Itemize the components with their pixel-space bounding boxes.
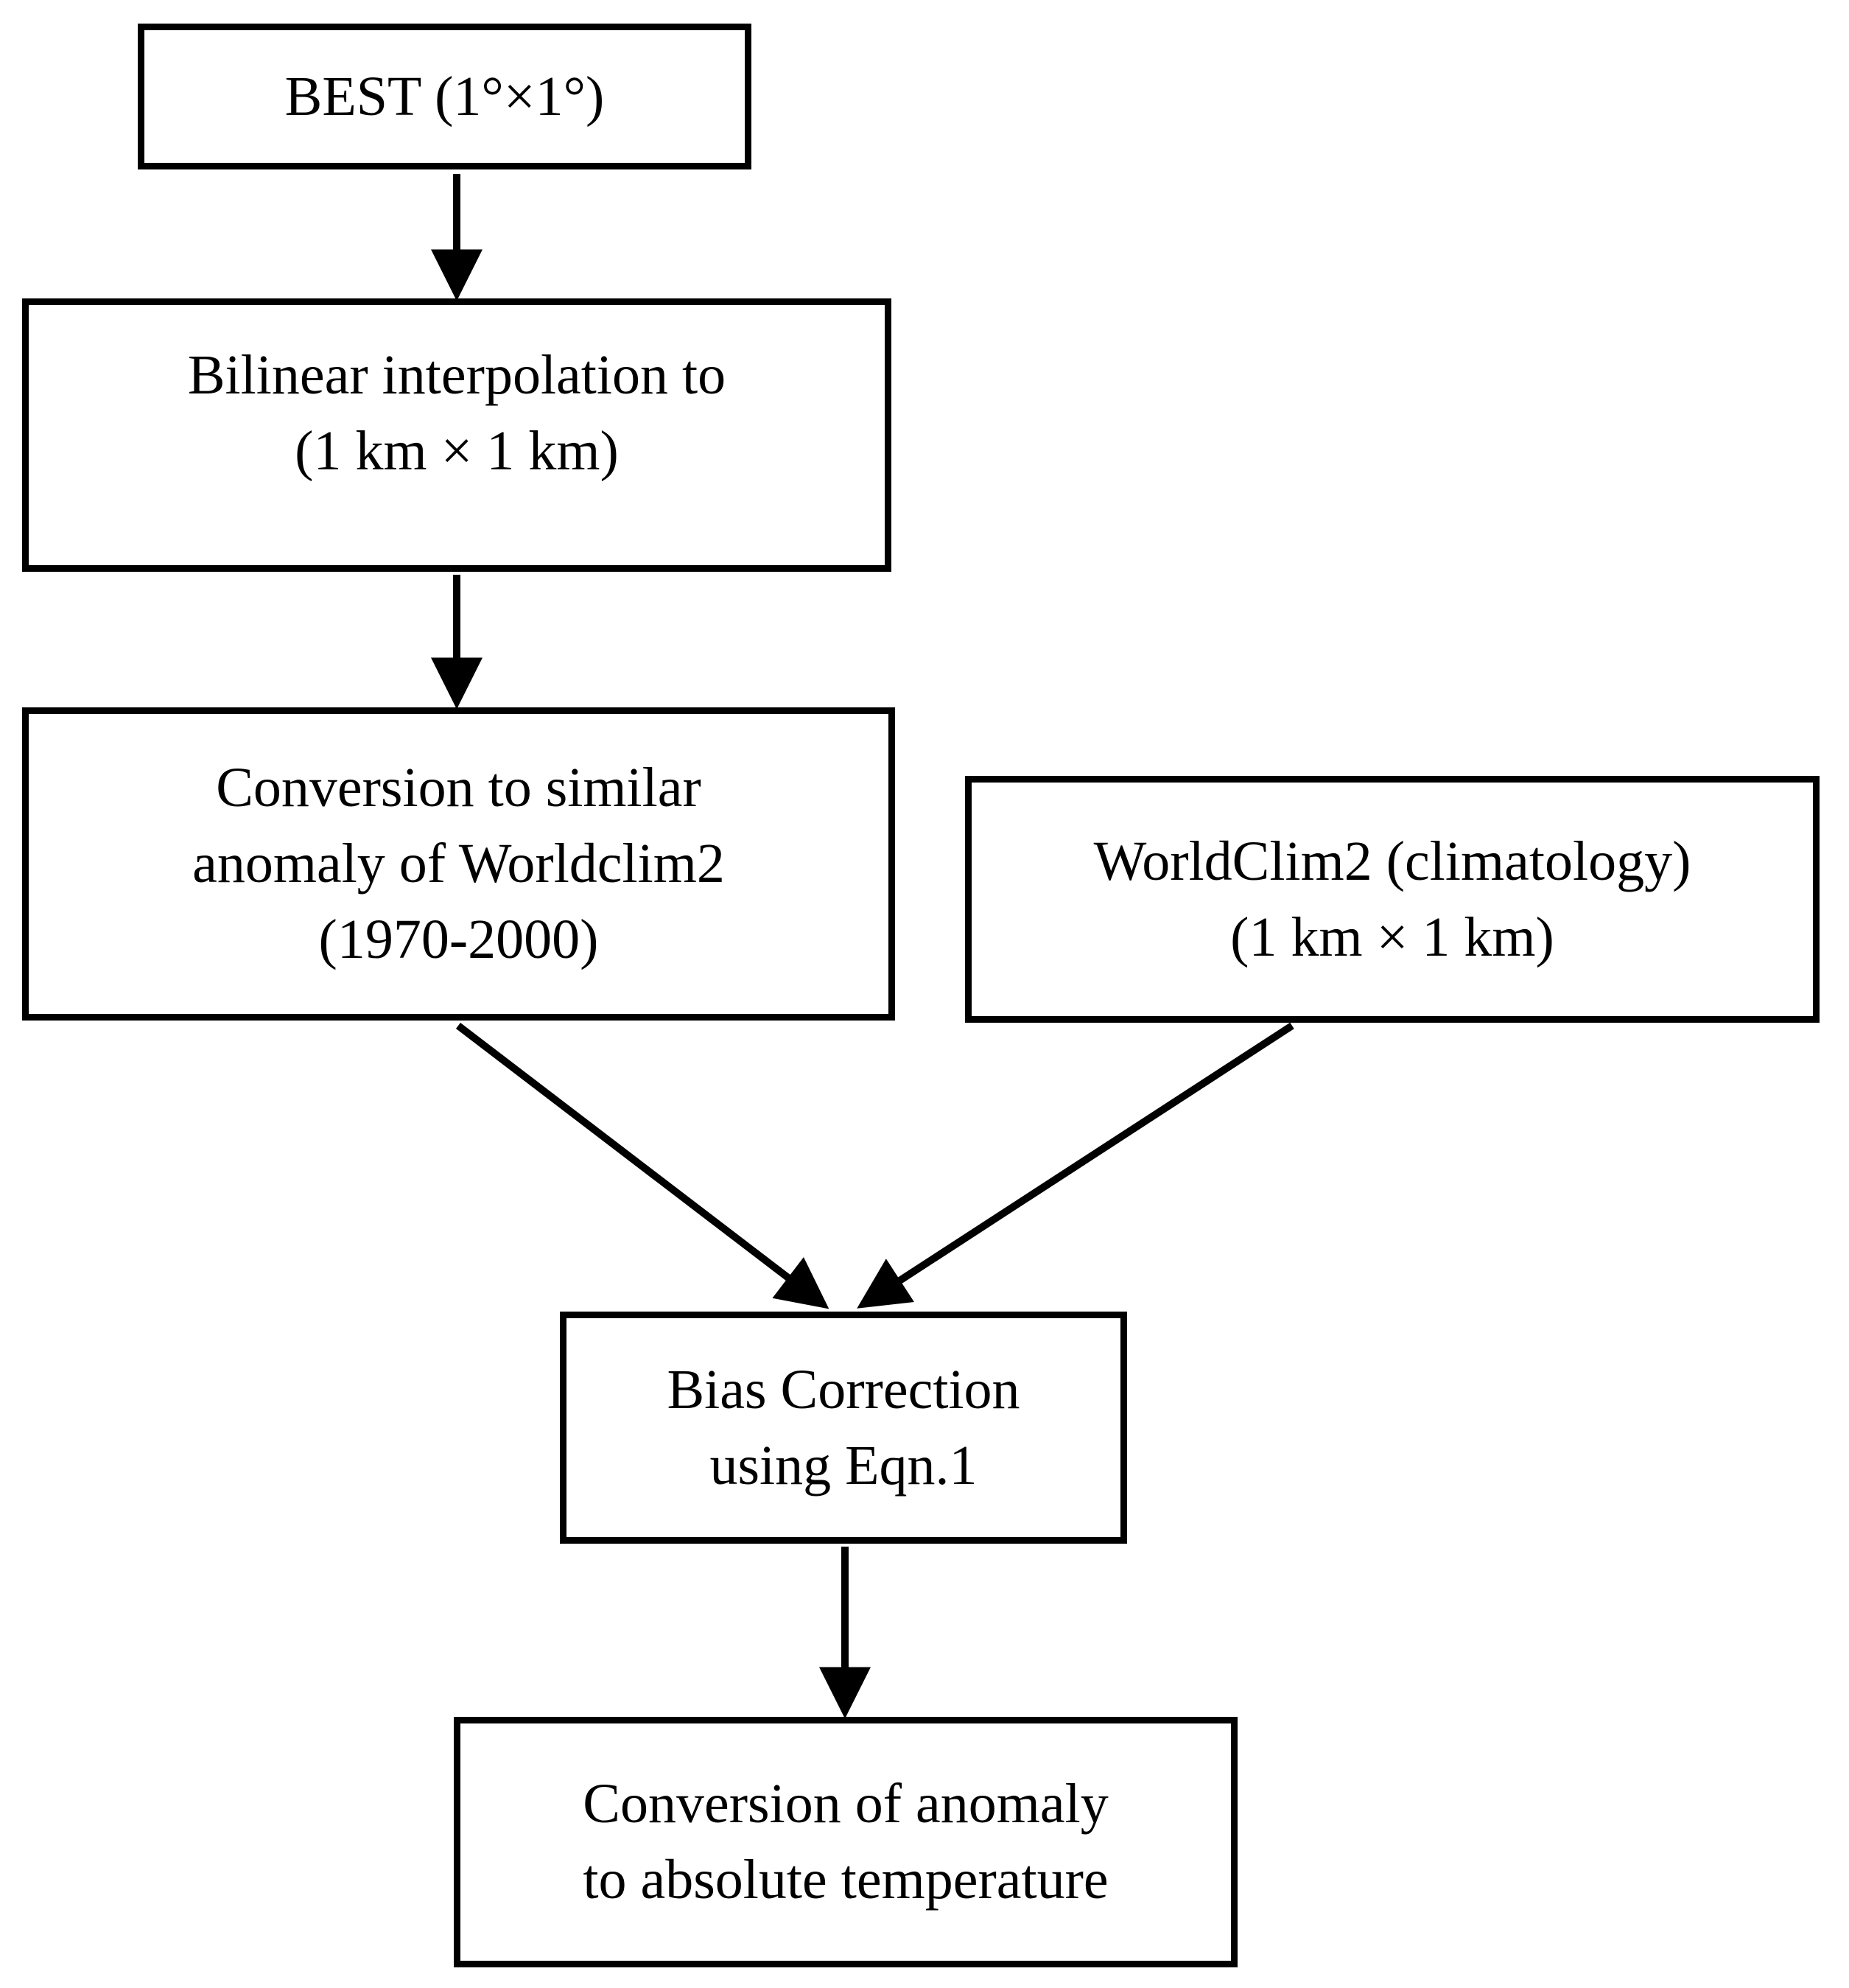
node-bilinear-label-line1: Bilinear interpolation to	[187, 343, 726, 406]
node-anomaly-label-line1: Conversion to similar	[216, 757, 701, 819]
node-worldclim2-climatology: WorldClim2 (climatology) (1 km × 1 km)	[965, 776, 1820, 1023]
node-absolute-label-line1: Conversion of anomaly	[583, 1773, 1109, 1835]
node-worldclim2-label-line1: WorldClim2 (climatology)	[1093, 830, 1691, 892]
node-anomaly-label-line2: anomaly of Worldclim2	[192, 833, 725, 895]
node-conversion-to-absolute: Conversion of anomaly to absolute temper…	[454, 1717, 1238, 1967]
node-anomaly-label-line3: (1970-2000)	[318, 909, 599, 970]
node-bilinear-interpolation: Bilinear interpolation to (1 km × 1 km)	[22, 298, 891, 572]
node-bilinear-label-line2: (1 km × 1 km)	[295, 419, 619, 482]
edge-anomaly-to-bias	[455, 1023, 829, 1309]
node-bias-label-line1: Bias Correction	[667, 1358, 1020, 1421]
node-best-label: BEST (1°×1°)	[284, 65, 605, 127]
node-absolute-label-line2: to absolute temperature	[583, 1849, 1109, 1911]
node-conversion-to-anomaly: Conversion to similar anomaly of Worldcl…	[22, 707, 895, 1021]
node-best: BEST (1°×1°)	[138, 24, 751, 169]
edge-worldclim2-to-bias	[857, 1022, 1294, 1309]
node-worldclim2-label-line2: (1 km × 1 km)	[1230, 906, 1554, 968]
node-bias-label-line2: using Eqn.1	[709, 1434, 978, 1497]
node-bias-correction: Bias Correction using Eqn.1	[560, 1312, 1127, 1544]
